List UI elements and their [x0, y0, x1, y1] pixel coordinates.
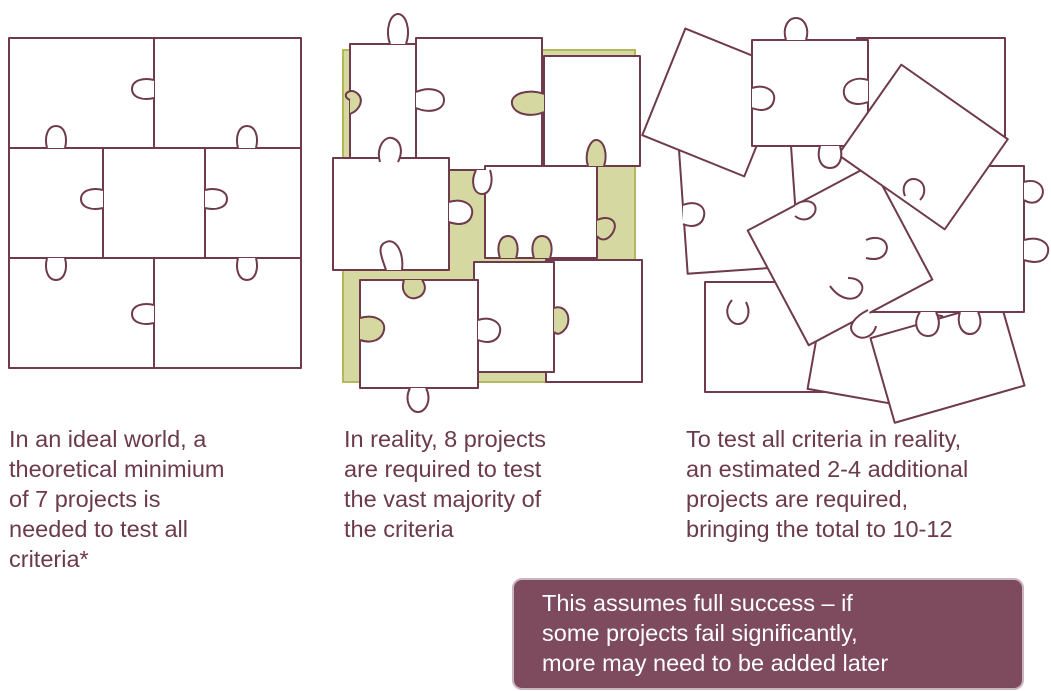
puzzle-tab [448, 199, 474, 225]
puzzle-tab [751, 85, 776, 111]
puzzle-tab [344, 90, 362, 115]
ideal-puzzle [8, 37, 302, 369]
puzzle-piece [746, 163, 934, 347]
puzzle-piece [8, 257, 155, 369]
puzzle-tab [477, 317, 502, 343]
assumption-note-box: This assumes full success – if some proj… [512, 578, 1024, 690]
puzzle-piece [102, 147, 206, 259]
puzzle-tab [829, 277, 864, 300]
puzzle-tab [378, 136, 402, 163]
puzzle-tab [596, 216, 616, 241]
puzzle-tab [817, 145, 843, 170]
puzzle-piece [8, 37, 155, 149]
puzzle-tab [79, 188, 104, 210]
assumption-note-text: This assumes full success – if some proj… [542, 590, 889, 676]
caption-ideal-world: In an ideal world, a theoretical minimiu… [9, 426, 225, 572]
puzzle-tab [402, 279, 426, 300]
puzzle-tab [406, 387, 430, 414]
puzzle-tab [379, 240, 404, 271]
puzzle-tab [472, 169, 493, 196]
puzzle-piece [837, 63, 1009, 231]
puzzle-tab [783, 16, 809, 41]
scattered-puzzle [641, 16, 1050, 424]
puzzle-tab [204, 188, 229, 210]
puzzle-tab [585, 138, 607, 167]
puzzle-tab [682, 202, 706, 227]
puzzle-tab [957, 311, 982, 336]
caption-reality: In reality, 8 projects are required to t… [344, 426, 547, 542]
puzzle-tab [915, 311, 940, 338]
puzzle-tab [865, 236, 888, 261]
caption-all-criteria: To test all criteria in reality, an esti… [686, 426, 969, 542]
puzzle-tab [842, 77, 869, 105]
puzzle-tab [902, 178, 926, 201]
puzzle-tab [130, 78, 155, 100]
puzzle-tab [726, 299, 750, 326]
reality-puzzle [332, 12, 643, 414]
puzzle-tab [236, 124, 258, 149]
puzzle-tab [497, 234, 519, 259]
puzzle-tab [850, 309, 877, 339]
puzzle-tab [45, 124, 67, 149]
puzzle-tab [531, 234, 553, 259]
puzzle-tab [359, 315, 386, 343]
puzzle-tab [236, 257, 258, 282]
puzzle-tab [1023, 180, 1044, 204]
puzzle-tab [45, 257, 67, 282]
puzzle-tab [415, 88, 446, 112]
puzzle-piece [153, 257, 302, 369]
puzzle-piece [153, 37, 302, 149]
puzzle-piece [473, 261, 555, 373]
puzzle-tab [510, 90, 545, 116]
puzzle-tab [553, 306, 570, 335]
puzzle-tab [1023, 237, 1050, 263]
puzzle-tab [130, 303, 155, 325]
puzzle-tab [794, 200, 817, 221]
puzzle-tab [387, 12, 409, 45]
